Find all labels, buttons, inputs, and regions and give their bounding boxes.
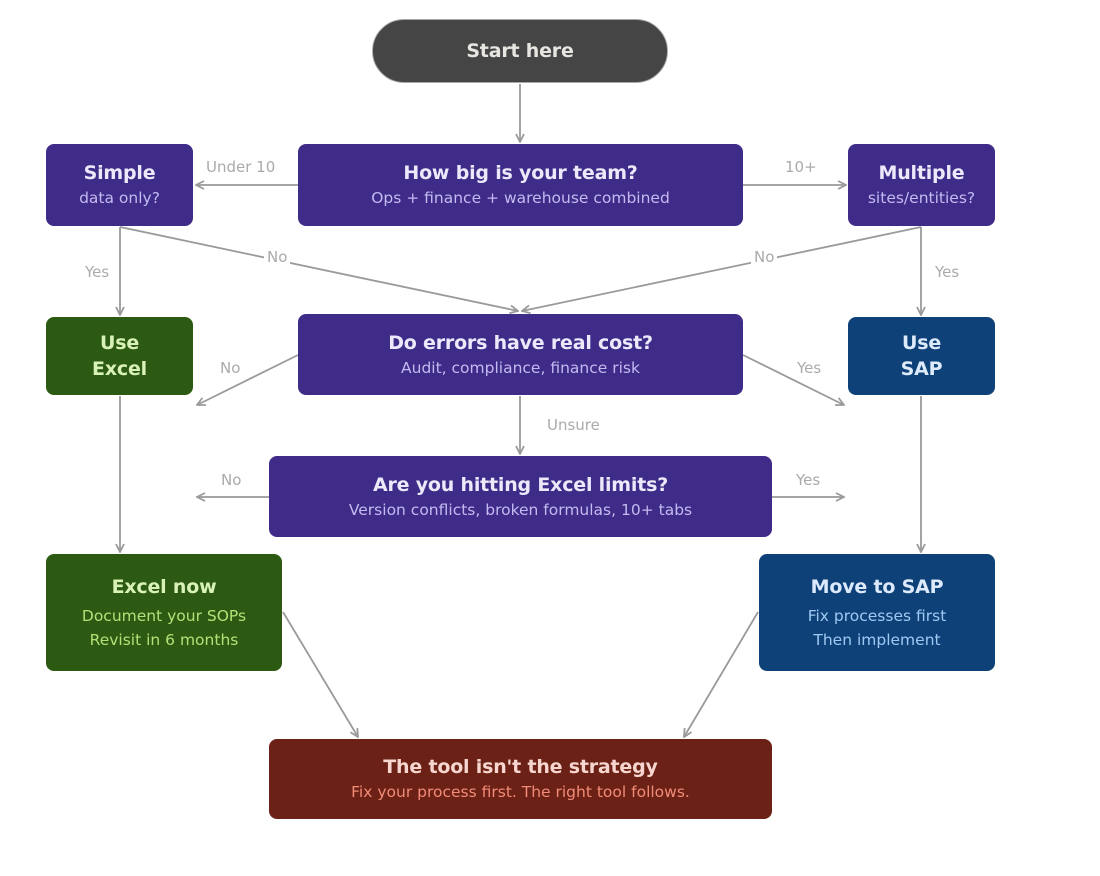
errors-cost-title: Do errors have real cost? (388, 331, 653, 354)
edge-label-10-plus: 10+ (785, 158, 817, 176)
use-excel-title-line1: Use (99, 332, 140, 354)
errors-cost-subtitle: Audit, compliance, finance risk (401, 358, 640, 377)
edge-label-unsure: Unsure (547, 416, 600, 434)
use-sap-title-line1: Use (901, 332, 942, 354)
multiple-title: Multiple (878, 162, 965, 184)
use-sap-title-line2: SAP (900, 358, 943, 380)
edge-multiple-to-errors (522, 226, 922, 311)
edge-label-limits-no: No (221, 471, 242, 489)
start-node: Start here (372, 19, 668, 83)
edge-label-errors-yes: Yes (794, 359, 825, 377)
move-sap-line2: Then implement (813, 630, 941, 649)
start-node-title: Start here (466, 40, 574, 62)
strategy-title: The tool isn't the strategy (383, 756, 658, 778)
excel-limits-subtitle: Version conflicts, broken formulas, 10+ … (348, 500, 693, 519)
excel-now-line1: Document your SOPs (81, 606, 247, 625)
move-sap-node: Move to SAP Fix processes first Then imp… (759, 554, 995, 671)
edge-label-multiple-no: No (751, 248, 778, 266)
use-excel-title-line2: Excel (92, 358, 147, 380)
move-sap-line1: Fix processes first (807, 606, 947, 625)
errors-cost-node: Do errors have real cost? Audit, complia… (298, 314, 743, 395)
edge-label-limits-yes: Yes (796, 471, 821, 489)
edge-label-errors-no: No (217, 359, 244, 377)
excel-now-node: Excel now Document your SOPs Revisit in … (46, 554, 282, 671)
excel-now-title: Excel now (111, 575, 217, 598)
edge-simple-to-errors (119, 226, 518, 311)
edge-label-multiple-yes: Yes (935, 263, 960, 281)
multiple-node: Multiple sites/entities? (848, 144, 995, 226)
edge-label-under-10: Under 10 (206, 158, 276, 176)
edge-label-simple-yes: Yes (85, 263, 110, 281)
move-sap-title: Move to SAP (810, 575, 944, 598)
team-size-title: How big is your team? (403, 162, 638, 184)
simple-title: Simple (83, 162, 156, 184)
use-sap-node: Use SAP (848, 317, 995, 395)
edge-label-simple-no: No (264, 248, 291, 266)
team-size-node: How big is your team? Ops + finance + wa… (298, 144, 743, 226)
strategy-node: The tool isn't the strategy Fix your pro… (269, 739, 772, 819)
strategy-subtitle: Fix your process first. The right tool f… (351, 783, 690, 801)
excel-limits-title: Are you hitting Excel limits? (372, 473, 669, 496)
use-excel-node: Use Excel (46, 317, 193, 395)
edge-excel-now-to-strategy (282, 611, 358, 737)
simple-subtitle: data only? (79, 189, 160, 207)
excel-now-line2: Revisit in 6 months (89, 630, 239, 649)
edge-errors-to-sap (742, 354, 844, 405)
team-size-subtitle: Ops + finance + warehouse combined (371, 189, 670, 207)
excel-limits-node: Are you hitting Excel limits? Version co… (269, 456, 772, 537)
simple-node: Simple data only? (46, 144, 193, 226)
multiple-subtitle: sites/entities? (867, 189, 976, 207)
edge-errors-to-excel (197, 354, 299, 405)
edge-move-sap-to-strategy (684, 611, 759, 737)
